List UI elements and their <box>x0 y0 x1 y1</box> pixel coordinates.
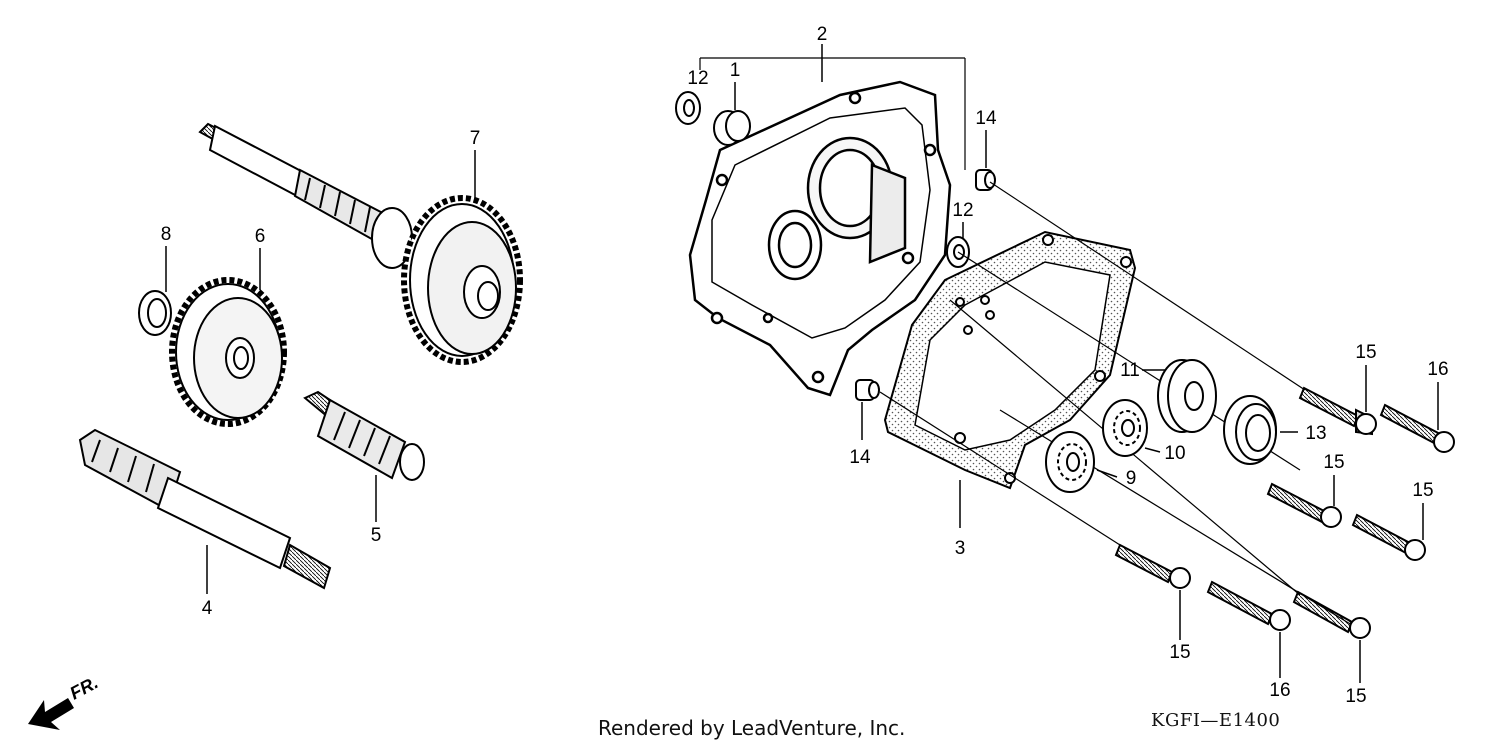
callout-3: 3 <box>955 538 966 559</box>
callout-11: 11 <box>1120 360 1140 381</box>
callout-12-upper: 12 <box>687 68 708 89</box>
callout-13: 13 <box>1305 423 1326 444</box>
callout-15-b: 15 <box>1323 452 1344 473</box>
part-11-bearing <box>1157 359 1217 433</box>
part-14-dowel-pin-lower <box>855 379 880 401</box>
diagram-code: KGFI—E1400 <box>1151 710 1281 731</box>
callout-2: 2 <box>817 24 828 45</box>
callout-14-lower: 14 <box>849 447 871 468</box>
callout-16-b: 16 <box>1269 680 1290 701</box>
part-15-bolt-c <box>1351 513 1426 561</box>
front-direction-arrow: FR. <box>28 672 101 730</box>
callout-5: 5 <box>371 525 382 546</box>
part-9-bearing <box>1045 431 1095 493</box>
part-4-final-shaft <box>78 428 332 590</box>
callout-10: 10 <box>1164 443 1185 464</box>
part-16-bolt-b <box>1206 580 1291 631</box>
part-14-dowel-pin-upper <box>975 169 996 191</box>
part-15-bolt-a <box>1298 386 1377 436</box>
callout-15-a: 15 <box>1355 342 1376 363</box>
callout-14-upper: 14 <box>975 108 997 129</box>
part-6-gear <box>169 277 287 427</box>
part-15-bolt-e <box>1292 590 1371 639</box>
part-13-oil-seal <box>1223 395 1277 465</box>
callout-15-c: 15 <box>1412 480 1433 501</box>
part-12-oil-seal-upper <box>675 91 701 125</box>
callout-16-a: 16 <box>1427 359 1448 380</box>
callout-4: 4 <box>202 598 213 619</box>
part-1-collar <box>713 110 751 146</box>
part-3-gasket <box>883 230 1137 490</box>
callout-1: 1 <box>730 60 741 81</box>
part-10-bearing <box>1102 399 1148 457</box>
callout-8: 8 <box>161 224 172 245</box>
callout-12-lower: 12 <box>952 200 973 221</box>
part-15-bolt-b <box>1266 482 1342 528</box>
part-8-washer <box>138 290 172 336</box>
part-7-countershaft-gear <box>198 122 523 365</box>
part-16-bolt-a <box>1379 403 1455 453</box>
callout-15-d: 15 <box>1169 642 1190 663</box>
callout-labels: 7 8 6 4 5 12 1 2 14 12 14 3 9 10 11 13 1… <box>161 24 1449 707</box>
part-15-bolt-d <box>1114 543 1191 589</box>
callout-15-e: 15 <box>1345 686 1366 707</box>
direction-label: FR. <box>66 672 101 703</box>
credit-text: Rendered by LeadVenture, Inc. <box>598 716 906 740</box>
part-5-pinion-shaft <box>303 390 425 481</box>
part-2-transmission-case <box>688 80 952 397</box>
callout-6: 6 <box>255 226 266 247</box>
callout-leader-lines <box>165 44 1439 683</box>
callout-9: 9 <box>1126 468 1137 489</box>
callout-7: 7 <box>470 128 481 149</box>
